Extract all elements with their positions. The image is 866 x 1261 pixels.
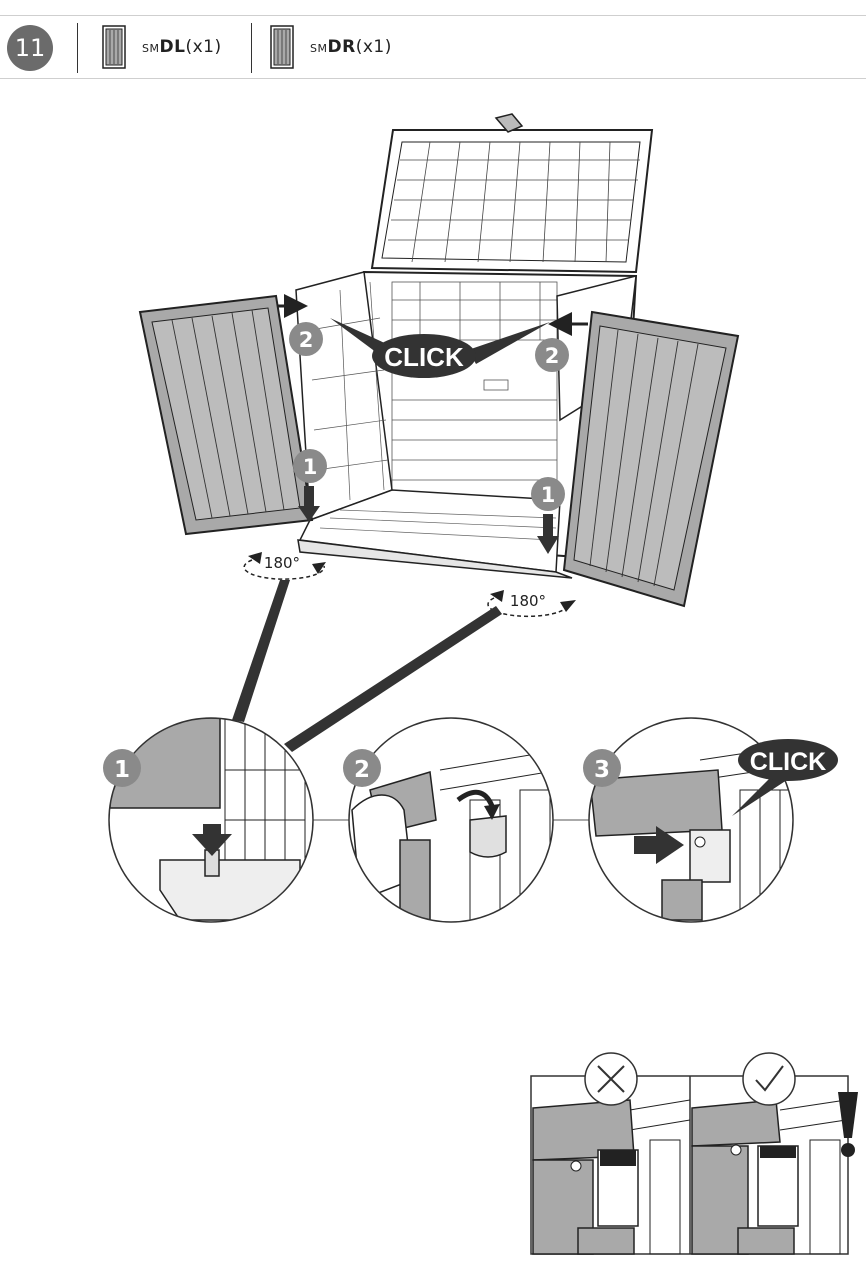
right-door-panel [562, 310, 740, 608]
down-arrow-icon [537, 514, 559, 554]
detail-circle-2: 2 [343, 717, 554, 923]
open-lid [370, 113, 654, 274]
detail-circle-1: 1 [103, 717, 314, 923]
svg-text:2: 2 [545, 344, 560, 368]
left-door-panel [138, 294, 314, 536]
rotation-indicator-right: 180° [487, 590, 576, 618]
x-icon [584, 1052, 638, 1106]
part-label-dr: SMDR(x1) [310, 37, 392, 57]
callout-1-left: 1 [293, 449, 327, 483]
part-item-dr: SMDR(x1) [270, 16, 392, 78]
header-divider [77, 23, 78, 73]
detail-circle-3: 3 CLICK [583, 717, 838, 923]
detail-step-number: 3 [594, 757, 610, 783]
part-item-dl: SMDL(x1) [102, 16, 222, 78]
callout-2-right: 2 [535, 338, 569, 372]
click-callout-main: CLICK [330, 318, 550, 378]
part-label-dl: SMDL(x1) [142, 37, 222, 57]
wrong-example [532, 1099, 691, 1255]
svg-text:180°: 180° [264, 554, 300, 572]
detail-step-number: 2 [354, 757, 370, 783]
rotation-indicator-left: 180° [243, 552, 326, 580]
zoom-connector [284, 606, 502, 752]
callout-1-right: 1 [531, 477, 565, 511]
exclamation-icon [838, 1092, 858, 1157]
click-label: CLICK [750, 748, 826, 776]
door-panel-icon [270, 25, 294, 69]
click-label: CLICK [384, 342, 464, 372]
correct-example [691, 1099, 847, 1255]
step-header: 11 SMDL(x1) SMDR(x1) [0, 15, 866, 79]
callout-2-left: 2 [289, 322, 323, 356]
zoom-connector [232, 580, 290, 722]
door-panel-icon [102, 25, 126, 69]
header-divider [251, 23, 252, 73]
detail-step-number: 1 [114, 757, 130, 783]
check-icon [742, 1052, 796, 1106]
step-number-badge: 11 [7, 25, 53, 71]
svg-text:2: 2 [299, 328, 314, 352]
svg-text:1: 1 [303, 455, 318, 479]
check-panel [530, 1052, 858, 1255]
down-arrow-icon [298, 486, 320, 522]
svg-text:1: 1 [541, 483, 556, 507]
svg-text:180°: 180° [510, 592, 546, 610]
